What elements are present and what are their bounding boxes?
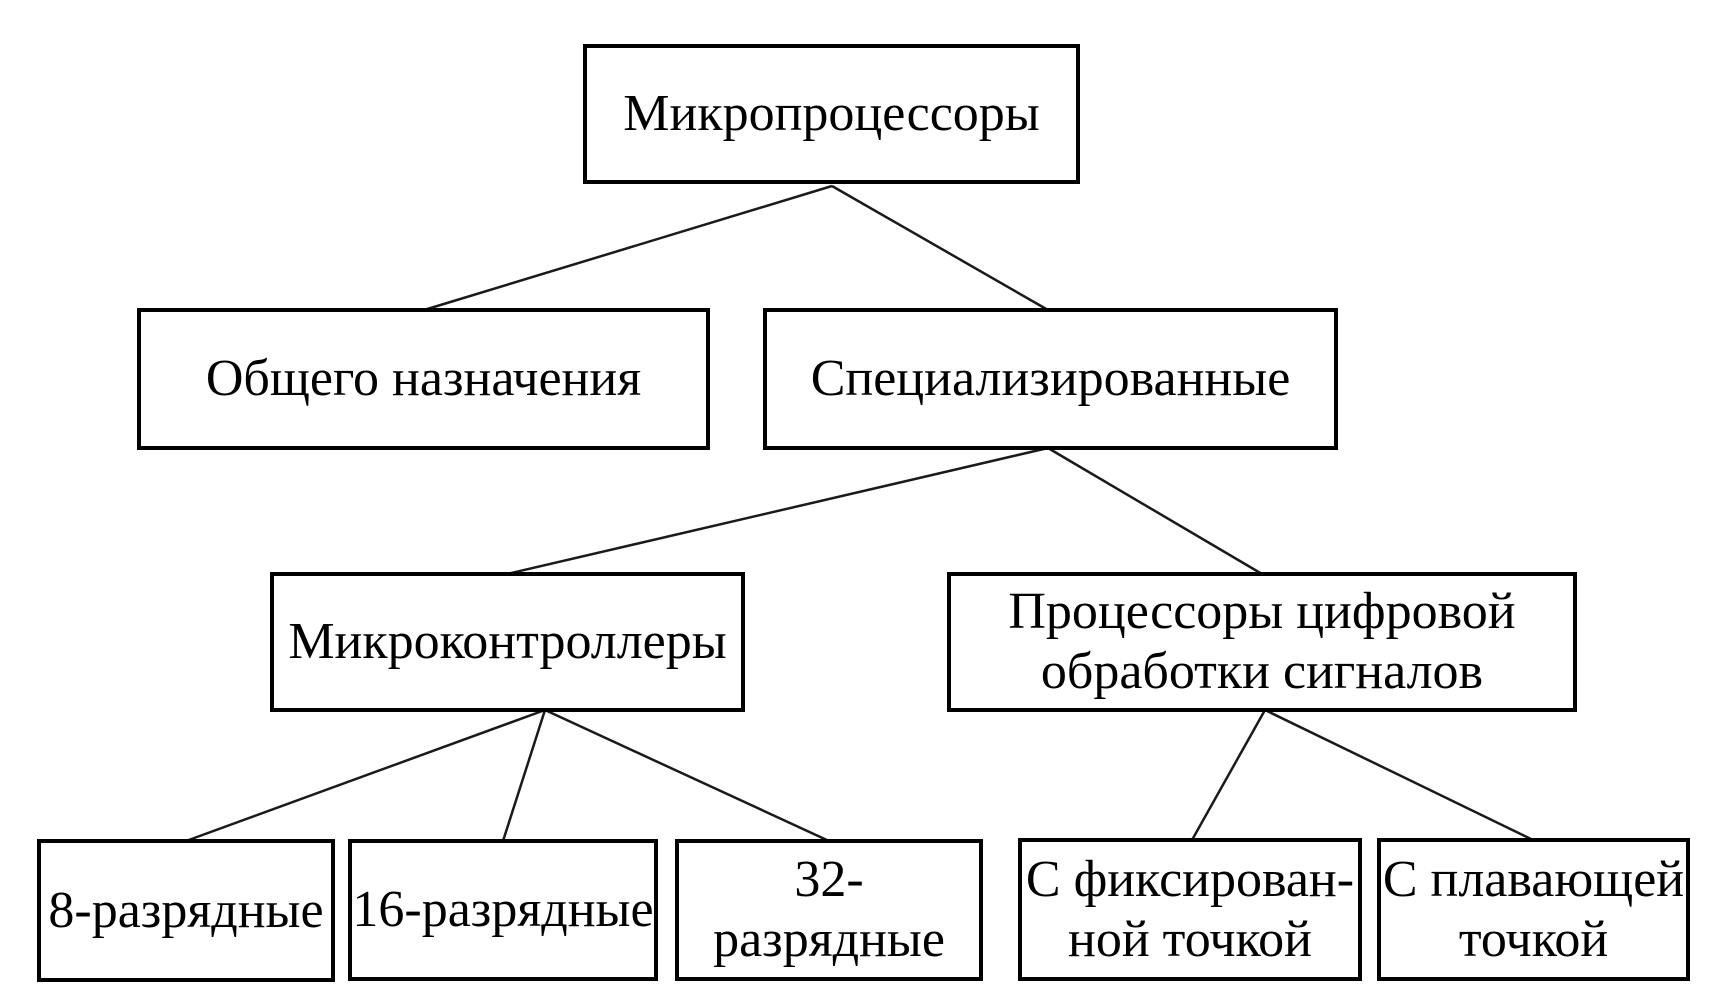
- node-microprocessors: Микропроцессоры: [583, 44, 1080, 184]
- node-32-bit: 32-разрядные: [675, 839, 983, 981]
- node-32-bit-label: 32-разрядные: [713, 851, 945, 968]
- edge-dsp-floating-point: [1264, 708, 1534, 842]
- edge-specialized-dsp: [1047, 446, 1263, 576]
- edge-microcontrollers-bit32: [544, 708, 830, 843]
- node-microcontrollers: Микроконтроллеры: [270, 572, 745, 712]
- node-floating-point-label: С плавающей точкой: [1382, 850, 1685, 968]
- node-16-bit-label: 16-разрядные: [352, 881, 654, 939]
- node-dsp: Процессоры цифровой обработки сигналов: [947, 572, 1577, 712]
- edge-root-specialized: [831, 184, 1049, 312]
- edge-microcontrollers-bit16: [501, 709, 547, 842]
- node-dsp-label: Процессоры цифровой обработки сигналов: [1008, 583, 1516, 700]
- edge-specialized-microcontrollers: [506, 446, 1049, 576]
- edge-microcontrollers-bit8: [185, 708, 546, 843]
- node-16-bit: 16-разрядные: [348, 839, 658, 981]
- node-8-bit: 8-разрядные: [37, 839, 335, 982]
- node-fixed-point-label: С фиксирован- ной точкой: [1025, 850, 1355, 968]
- node-microcontrollers-label: Микроконтроллеры: [288, 613, 727, 671]
- node-fixed-point: С фиксирован- ной точкой: [1018, 838, 1362, 981]
- edge-dsp-fixed-point: [1190, 709, 1267, 841]
- edge-root-general: [423, 184, 833, 312]
- node-specialized: Специализированные: [763, 308, 1338, 450]
- node-floating-point: С плавающей точкой: [1377, 838, 1690, 981]
- node-microprocessors-label: Микропроцессоры: [623, 85, 1040, 143]
- node-general-purpose-label: Общего назначения: [205, 350, 642, 408]
- node-8-bit-label: 8-разрядные: [48, 881, 324, 939]
- node-specialized-label: Специализированные: [810, 350, 1291, 408]
- node-general-purpose: Общего назначения: [137, 308, 710, 450]
